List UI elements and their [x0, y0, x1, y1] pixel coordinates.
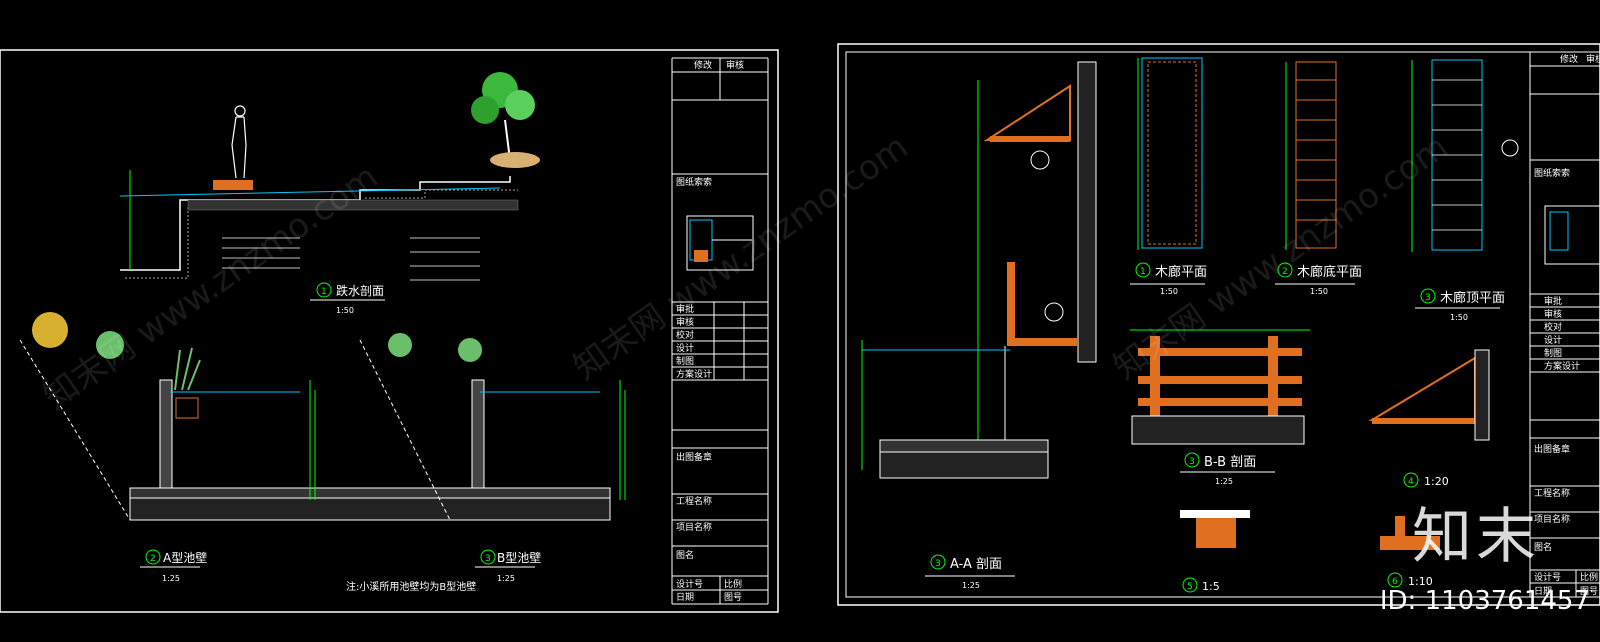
brand-logo: 知末 — [1412, 502, 1540, 572]
left-tb-footer-2: 日期 — [676, 592, 694, 603]
right-tb-footer-1: 比例 — [1580, 571, 1598, 583]
detail-2-scale: 1:25 — [162, 574, 180, 583]
rd-6-num: 5 — [1187, 582, 1193, 592]
detail-5 — [1180, 510, 1250, 593]
rd-0-num: 1 — [1140, 267, 1146, 277]
detail-2-marker — [145, 549, 161, 565]
right-index-thumbnail — [1544, 205, 1600, 265]
detail-4 — [1368, 349, 1490, 488]
left-tb-field-1: 工程名称 — [676, 495, 712, 507]
left-tb-footer-0: 设计号 — [676, 578, 703, 590]
left-title-block — [671, 57, 769, 605]
rd-3-scale: 1:25 — [1215, 477, 1233, 486]
right-tb-field-1: 工程名称 — [1534, 487, 1570, 499]
person-figure — [231, 105, 247, 179]
rd-3-num: 3 — [1189, 457, 1195, 467]
right-title-block — [1529, 52, 1600, 597]
left-tb-role-5: 方案设计 — [676, 368, 712, 380]
left-tb-footer-3: 图号 — [724, 592, 742, 603]
detail-3-scale: 1:25 — [497, 574, 515, 583]
rd-1-num: 2 — [1282, 267, 1288, 277]
detail-1-section — [119, 72, 540, 301]
left-tb-role-2: 校对 — [676, 329, 694, 341]
plan-1 — [1130, 57, 1205, 285]
left-sheet — [0, 49, 779, 613]
right-tb-footer-0: 设计号 — [1534, 571, 1561, 583]
left-tb-field-2: 项目名称 — [676, 521, 712, 533]
right-detail-labels: 1 木廊平面 1:50 2 木廊底平面 1:50 3 木廊顶平面 1:50 3 … — [935, 264, 1505, 593]
left-title-block-text: 修改 审核 图纸索索 审批 审核 校对 设计 制图 方案设计 出图备章 工程名称… — [676, 59, 744, 603]
right-tb-role-0: 审批 — [1544, 295, 1562, 307]
detail-1-title: 跌水剖面 — [336, 283, 384, 298]
left-sheet-border — [0, 49, 779, 613]
rd-6-title: 1:5 — [1202, 580, 1220, 593]
rd-0-title: 木廊平面 — [1155, 264, 1207, 280]
right-tb-role-5: 方案设计 — [1544, 360, 1580, 372]
rd-2-title: 木廊顶平面 — [1440, 290, 1505, 306]
left-detail-labels: 1 跌水剖面 1:50 2 A型池壁 1:25 3 B型池壁 1:25 注:小溪… — [150, 283, 541, 593]
left-tb-top-1: 审核 — [726, 59, 744, 71]
bridge-deck — [213, 180, 253, 190]
rd-2-scale: 1:50 — [1450, 313, 1468, 322]
left-tb-role-1: 审核 — [676, 316, 694, 328]
right-tb-index: 图纸索索 — [1534, 167, 1570, 179]
plan-2 — [1275, 61, 1355, 285]
brand-id: ID: 1103761457 — [1379, 586, 1590, 616]
right-tb-field-2: 项目名称 — [1534, 513, 1570, 525]
detail-1-marker — [316, 282, 332, 298]
right-tb-field-0: 出图备章 — [1534, 443, 1570, 455]
rd-3-title: B-B 剖面 — [1204, 455, 1256, 470]
right-tb-role-1: 审核 — [1544, 308, 1562, 320]
detail-1-scale: 1:50 — [336, 306, 354, 315]
aa-marker — [930, 554, 946, 570]
right-tb-role-2: 校对 — [1544, 321, 1562, 333]
detail-3-num: 3 — [485, 554, 491, 564]
right-tb-field-3: 图名 — [1534, 541, 1552, 553]
detail-2-num: 2 — [150, 554, 156, 564]
right-title-block-text: 修改 审核 图纸索索 审批 审核 校对 设计 制图 方案设计 出图备章 工程名称… — [1534, 53, 1600, 597]
plan-3 — [1411, 59, 1519, 309]
right-tb-footer-2: 日期 — [1534, 586, 1552, 597]
rd-2-num: 3 — [1425, 293, 1431, 303]
rd-0-scale: 1:50 — [1160, 287, 1178, 296]
left-tb-index: 图纸索索 — [676, 176, 712, 188]
detail-3-marker — [480, 549, 496, 565]
rd-1-scale: 1:50 — [1310, 287, 1328, 296]
right-tb-role-3: 设计 — [1544, 334, 1562, 346]
rd-5-title: A-A 剖面 — [950, 557, 1002, 572]
tree-icon — [471, 72, 540, 168]
left-tb-top-0: 修改 — [694, 59, 712, 71]
bb-section — [1130, 329, 1310, 473]
right-sheet — [837, 43, 1600, 606]
left-tb-role-3: 设计 — [676, 342, 694, 354]
right-tb-footer-3: 图号 — [1580, 586, 1598, 597]
detail-2-section — [19, 312, 611, 568]
detail-3-section — [359, 333, 626, 568]
rd-7-num: 6 — [1392, 577, 1398, 587]
left-note: 注:小溪所用池壁均为B型池壁 — [346, 580, 476, 593]
rd-5-scale: 1:25 — [962, 581, 980, 590]
aa-section — [861, 61, 1097, 577]
detail-3-title: B型池壁 — [497, 550, 541, 565]
right-tb-role-4: 制图 — [1544, 347, 1562, 359]
detail-2-title: A型池壁 — [163, 550, 207, 565]
rd-4-title: 1:20 — [1424, 475, 1449, 488]
left-tb-field-0: 出图备章 — [676, 451, 712, 463]
right-sheet-border — [837, 43, 1600, 606]
rd-7-title: 1:10 — [1408, 575, 1433, 588]
left-tb-role-4: 制图 — [676, 355, 694, 367]
left-index-thumbnail — [686, 215, 754, 271]
right-tb-top-1: 审核 — [1586, 53, 1600, 65]
rd-1-title: 木廊底平面 — [1297, 264, 1362, 280]
detail-1-num: 1 — [321, 287, 327, 297]
right-tb-top-0: 修改 — [1560, 53, 1578, 65]
left-tb-footer-1: 比例 — [724, 578, 742, 590]
rd-5-num: 3 — [935, 559, 941, 569]
left-tb-field-3: 图名 — [676, 549, 694, 561]
rd-4-num: 4 — [1408, 477, 1414, 487]
detail-6 — [1380, 516, 1440, 588]
left-tb-role-0: 审批 — [676, 303, 694, 315]
